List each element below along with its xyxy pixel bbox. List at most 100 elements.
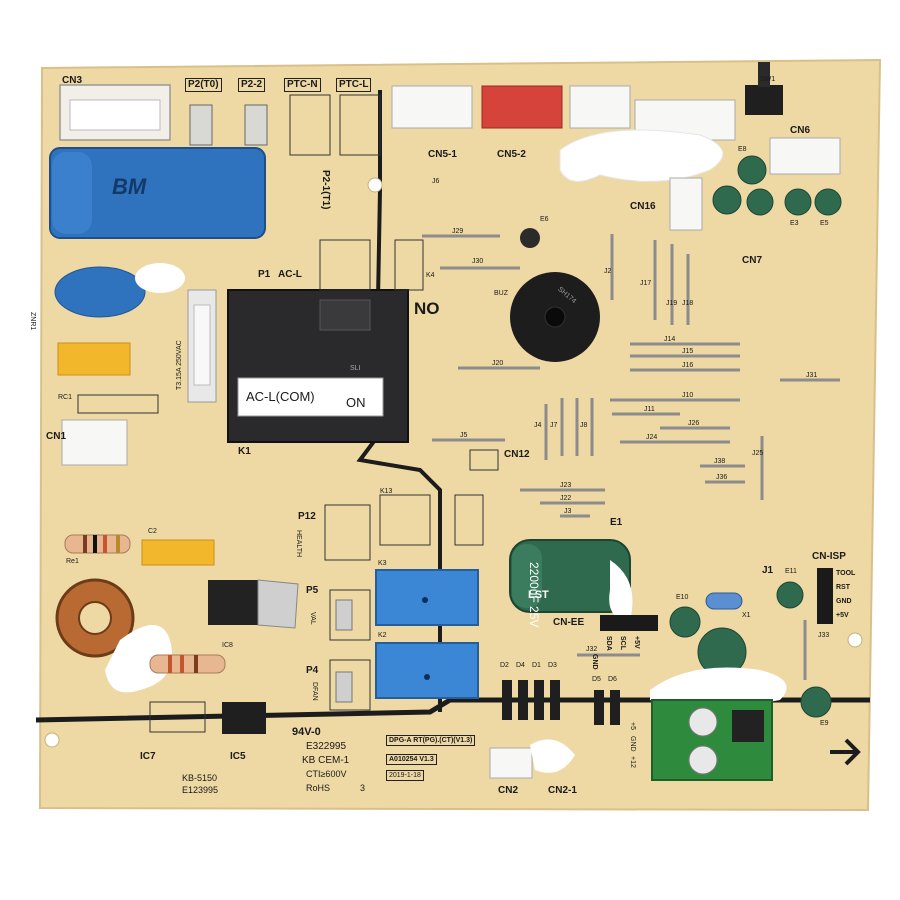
label-k4: K4 <box>426 272 435 279</box>
label-re1: Re1 <box>66 558 79 565</box>
cn-ee-header <box>600 615 658 631</box>
label-znr1: ZNR1 <box>29 312 36 331</box>
board-e123995: E123995 <box>182 785 219 795</box>
label-e11: E11 <box>785 568 797 575</box>
label-x1: X1 <box>742 612 751 619</box>
elco-brand: LST <box>528 589 549 601</box>
varistor <box>54 266 146 318</box>
label-d6: D6 <box>608 676 617 683</box>
label-rc1: RC1 <box>58 394 73 401</box>
label-p5: P5 <box>306 585 319 596</box>
label-j6: J6 <box>432 178 440 185</box>
cn5-2-connector <box>481 85 563 129</box>
label-j29: J29 <box>452 228 464 235</box>
isp-pin-gnd: GND <box>836 598 852 605</box>
label-j16: J16 <box>682 362 694 369</box>
sticker-com: AC-L(COM) <box>246 389 315 404</box>
board-kb-5150: KB-5150 <box>182 773 218 783</box>
label-j14: J14 <box>664 336 676 343</box>
label-j3: J3 <box>564 508 572 515</box>
ee-pin-gnd: GND <box>591 654 598 670</box>
label-cn5-2: CN5-2 <box>497 149 526 160</box>
label-j24: J24 <box>646 434 658 441</box>
label-j26: J26 <box>688 420 700 427</box>
ee-pin-5v: +5V <box>633 636 640 649</box>
label-ic5: IC5 <box>230 751 246 762</box>
label-j20: J20 <box>492 360 504 367</box>
label-e1: E1 <box>610 517 623 528</box>
board-kb-cem: KB CEM-1 <box>302 755 350 766</box>
label-j36: J36 <box>716 474 728 481</box>
label-j38: J38 <box>714 458 726 465</box>
yellow-capacitor-c2 <box>141 539 215 566</box>
label-j18: J18 <box>682 300 694 307</box>
label-buz: BUZ <box>494 290 508 297</box>
resistor-re1 <box>64 534 131 554</box>
crystal-x1 <box>705 592 743 610</box>
relay-mark: SLI <box>350 365 361 372</box>
label-d4: D4 <box>516 662 525 669</box>
label-e6: E6 <box>540 216 549 223</box>
label-j11: J11 <box>644 406 655 413</box>
capacitor-e5 <box>814 188 842 216</box>
cn1-connector <box>61 419 128 466</box>
board-rohs-num: 3 <box>360 783 366 793</box>
label-cn2: CN2 <box>498 785 519 796</box>
module-12v: +12 <box>629 756 636 768</box>
label-cn1: CN1 <box>46 431 67 442</box>
ee-pin-sda: SDA <box>605 636 612 651</box>
label-d2: D2 <box>500 662 509 669</box>
label-j25: J25 <box>752 450 764 457</box>
cn16-connector <box>669 177 703 231</box>
label-e3: E3 <box>790 220 799 227</box>
label-j7: J7 <box>550 422 558 429</box>
capacitor-e8 <box>737 155 767 185</box>
p2-t0-terminal <box>189 104 213 146</box>
label-j2: J2 <box>604 268 612 275</box>
sw1-switch <box>745 85 783 115</box>
cn-isp-header <box>817 568 833 624</box>
label-j32: J32 <box>586 646 598 653</box>
relay-k2 <box>375 642 479 699</box>
label-j1: J1 <box>762 565 774 576</box>
relay-k3 <box>375 569 479 626</box>
label-k2: K2 <box>378 632 387 639</box>
capacitor-e3 <box>784 188 812 216</box>
label-p2-1: P2-1(T1) <box>320 170 331 210</box>
ic5-chip <box>222 702 266 734</box>
label-ptc-n: PTC-N <box>284 78 321 92</box>
label-k13: K13 <box>380 488 393 495</box>
label-cn5-1: CN5-1 <box>428 149 457 160</box>
label-j30: J30 <box>472 258 484 265</box>
label-e5: E5 <box>820 220 829 227</box>
label-cn6: CN6 <box>790 125 811 136</box>
label-e9: E9 <box>820 720 829 727</box>
isp-pin-5v: +5V <box>836 612 849 619</box>
module-gnd: GND <box>629 736 636 752</box>
label-health: HEALTH <box>295 530 302 558</box>
board-dpg: DPG-A RT(PG).(CT)(V1.3) <box>386 735 476 746</box>
label-cn-isp: CN-ISP <box>812 551 846 562</box>
label-cn16: CN16 <box>630 201 656 212</box>
p2-2-terminal <box>244 104 268 146</box>
label-cn7: CN7 <box>742 255 763 266</box>
label-ic8: IC8 <box>222 642 233 649</box>
mains-trace <box>356 90 442 712</box>
label-j4: J4 <box>534 422 542 429</box>
label-j10: J10 <box>682 392 694 399</box>
label-p2-t0: P2(T0) <box>185 78 222 92</box>
label-ic7: IC7 <box>140 751 156 762</box>
label-j5: J5 <box>460 432 468 439</box>
capacitor-e6 <box>520 228 540 248</box>
label-d5: D5 <box>592 676 601 683</box>
label-p1: P1 <box>258 269 271 280</box>
label-sw1: SW1 <box>760 76 776 83</box>
ic8-regulator <box>208 580 260 625</box>
label-ac-l: AC-L <box>278 269 302 280</box>
label-fuse: T3.15A 250VAC <box>176 340 183 390</box>
label-cn2-1: CN2-1 <box>548 785 577 796</box>
cap-brand: BM <box>112 174 147 199</box>
label-k1: K1 <box>238 446 251 457</box>
label-cn-ee: CN-EE <box>553 617 585 628</box>
